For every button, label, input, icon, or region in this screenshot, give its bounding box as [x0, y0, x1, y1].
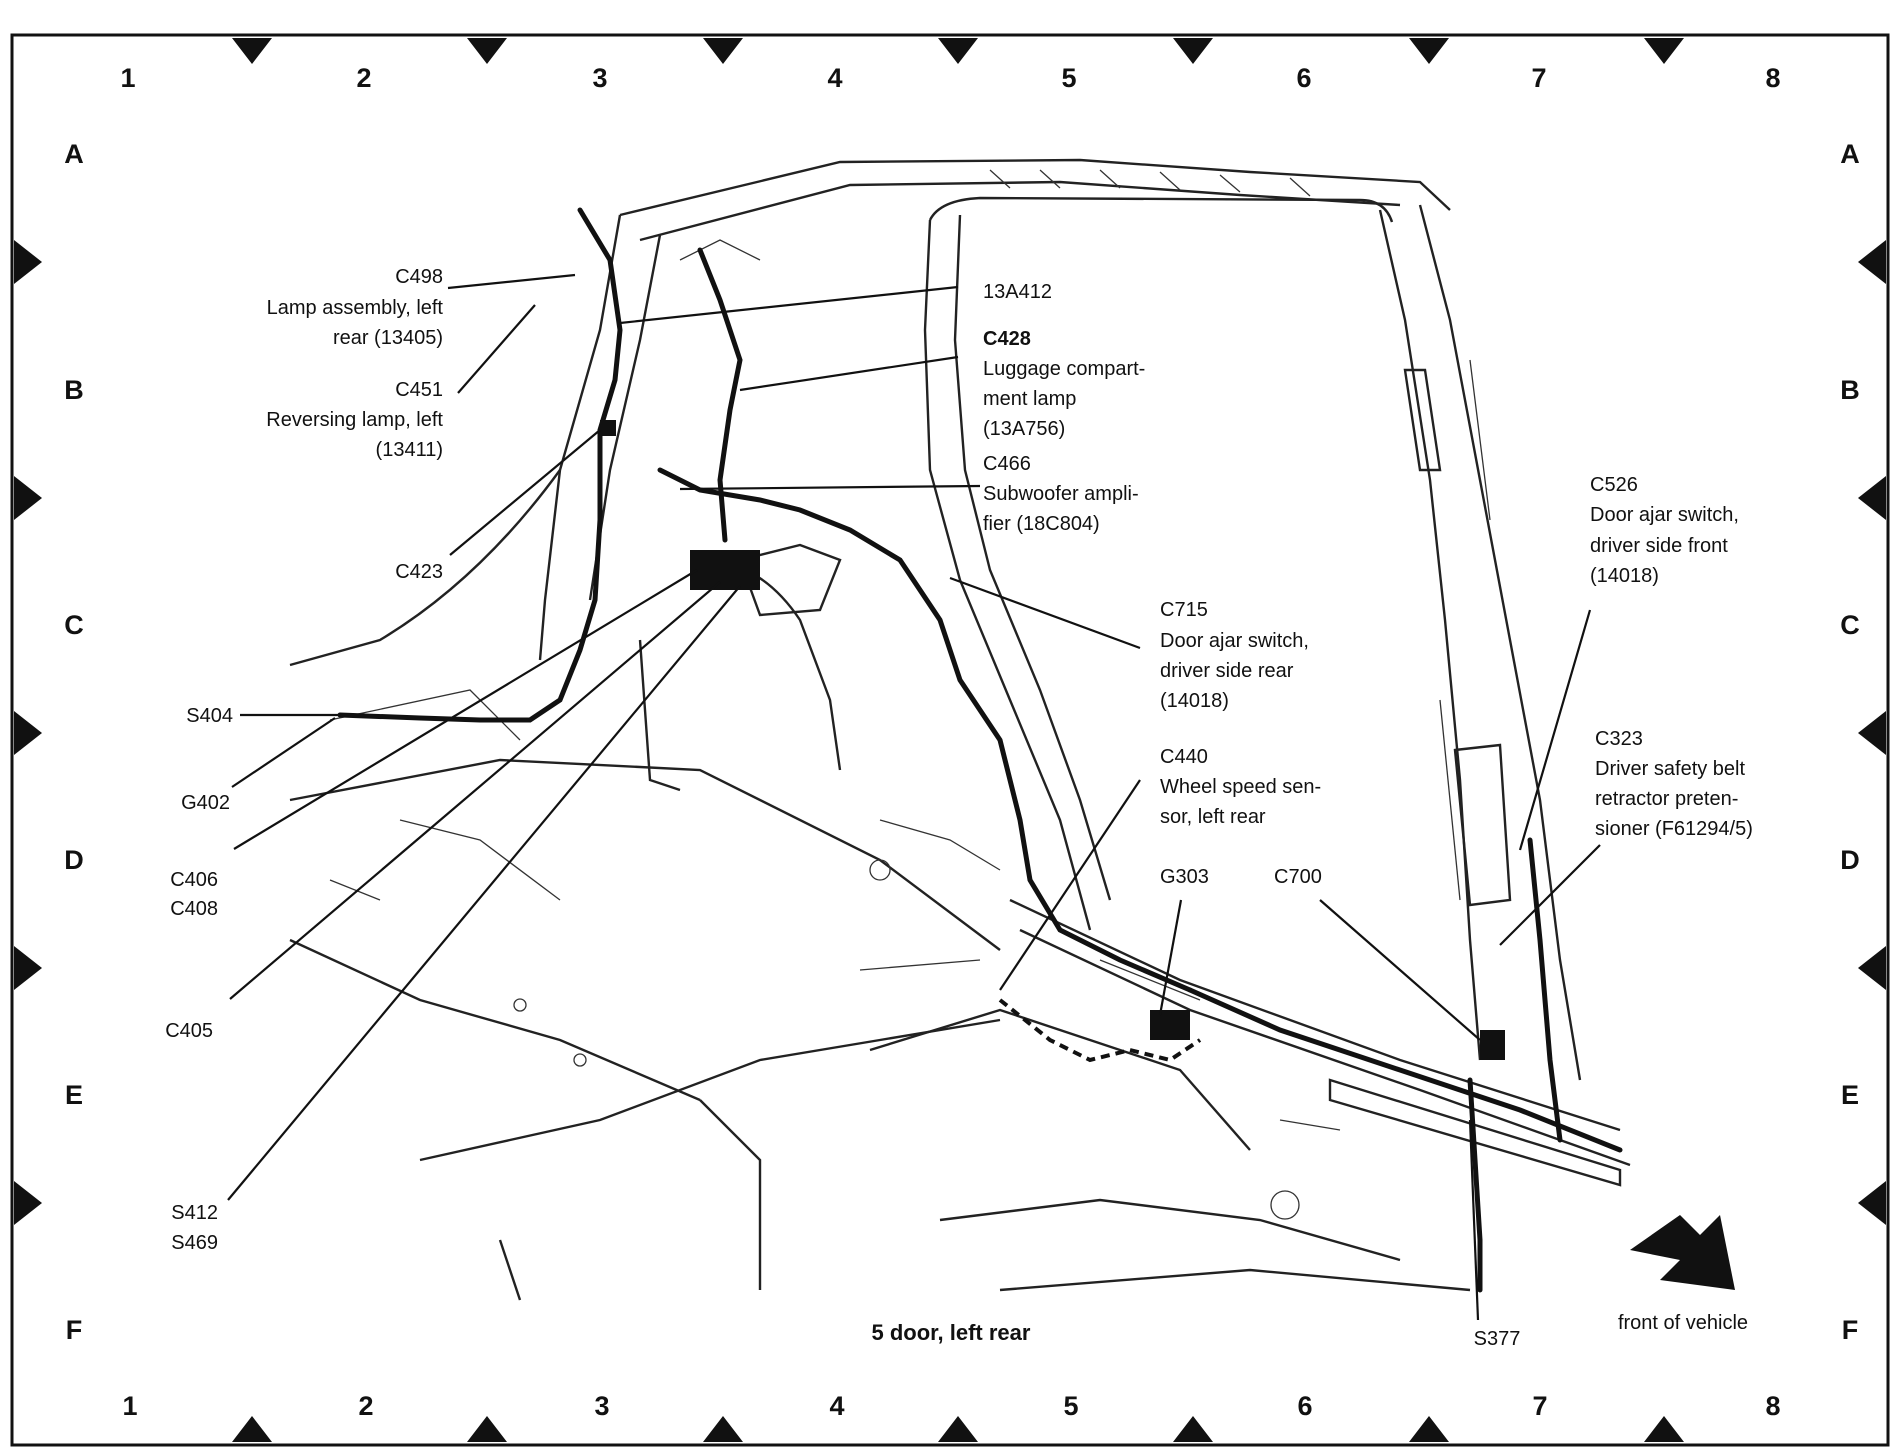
row-label: B	[64, 375, 84, 405]
row-label: D	[64, 845, 84, 875]
callout-s412-s469: S412 S469	[171, 1202, 218, 1254]
callout-g303: G303	[1160, 866, 1209, 888]
column-label: 6	[1296, 63, 1311, 93]
callout-code: C408	[170, 898, 218, 920]
callout-code: C498	[395, 266, 443, 288]
callout-description-line: sioner (F61294/5)	[1595, 818, 1753, 840]
callout-description-line: ment lamp	[983, 388, 1076, 410]
row-label: C	[1840, 610, 1860, 640]
connector-block	[690, 550, 760, 590]
row-labels-left: A B C D E F	[64, 139, 84, 1345]
row-label: E	[65, 1080, 83, 1110]
column-label: 3	[594, 1391, 609, 1421]
column-labels-top: 1 2 3 4 5 6 7 8	[120, 63, 1780, 93]
wiring-harness	[337, 207, 1623, 1293]
right-grid-markers	[1858, 240, 1886, 1225]
leader-lines	[227, 273, 1601, 1321]
callout-13a412: 13A412	[983, 281, 1052, 303]
callout-code: C406	[170, 869, 218, 891]
column-label: 2	[356, 63, 371, 93]
callout-c700: C700	[1274, 866, 1322, 888]
column-label: 5	[1061, 63, 1076, 93]
column-label: 4	[827, 63, 842, 93]
column-label: 6	[1297, 1391, 1312, 1421]
column-label: 5	[1063, 1391, 1078, 1421]
callout-g402: G402	[181, 792, 230, 814]
callout-description-line: Door ajar switch,	[1590, 504, 1739, 526]
callout-description-line: (13411)	[376, 439, 443, 461]
callout-description-line: Reversing lamp, left	[266, 409, 443, 431]
callout-description-line: Wheel speed sen-	[1160, 776, 1321, 798]
callout-description-line: sor, left rear	[1160, 806, 1266, 828]
callout-code: C451	[395, 379, 443, 401]
row-labels-right: A B C D E F	[1840, 139, 1860, 1345]
callout-code: C323	[1595, 728, 1643, 750]
connector-block	[1480, 1030, 1505, 1060]
top-grid-markers	[232, 38, 1684, 64]
callout-description-line: Driver safety belt	[1595, 758, 1745, 780]
callout-c423: C423	[395, 561, 443, 583]
callout-description-line: driver side front	[1590, 535, 1728, 557]
bottom-grid-markers	[232, 1416, 1684, 1442]
callout-code: C440	[1160, 746, 1208, 768]
callout-c405: C405	[165, 1020, 213, 1042]
callout-description-line: (14018)	[1160, 690, 1229, 712]
callout-description-line: (13A756)	[983, 418, 1065, 440]
callout-code: S469	[171, 1232, 218, 1254]
callout-code: C428	[983, 328, 1031, 350]
callout-c715: C715 Door ajar switch, driver side rear …	[1160, 599, 1309, 712]
row-label: B	[1840, 375, 1860, 405]
column-label: 4	[829, 1391, 844, 1421]
column-labels-bottom: 1 2 3 4 5 6 7 8	[122, 1391, 1780, 1421]
callout-description-line: rear (13405)	[333, 327, 443, 349]
callout-c440: C440 Wheel speed sen- sor, left rear	[1160, 746, 1321, 828]
callout-c428: C428 Luggage compart- ment lamp (13A756)	[983, 328, 1145, 440]
row-label: D	[1840, 845, 1860, 875]
callout-code: C715	[1160, 599, 1208, 621]
connector-block	[600, 420, 616, 436]
callout-c466: C466 Subwoofer ampli- fier (18C804)	[983, 453, 1139, 535]
callout-c451: C451 Reversing lamp, left (13411)	[266, 379, 443, 461]
callout-c406-c408: C406 C408	[170, 869, 218, 920]
callout-description-line: (14018)	[1590, 565, 1659, 587]
column-label: 7	[1531, 63, 1546, 93]
column-label: 2	[358, 1391, 373, 1421]
callout-description-line: fier (18C804)	[983, 513, 1100, 535]
column-label: 8	[1765, 1391, 1780, 1421]
callout-s377: S377	[1474, 1328, 1521, 1350]
left-grid-markers	[14, 240, 42, 1225]
diagram-frame	[10, 33, 1890, 1447]
callout-c323: C323 Driver safety belt retractor preten…	[1595, 728, 1753, 840]
row-label: F	[1842, 1315, 1859, 1345]
row-label: A	[64, 139, 84, 169]
column-label: 8	[1765, 63, 1780, 93]
front-of-vehicle-indicator: front of vehicle	[1618, 1215, 1748, 1334]
callout-code: S412	[171, 1202, 218, 1224]
callout-code: C466	[983, 453, 1031, 475]
callout-description-line: Subwoofer ampli-	[983, 483, 1139, 505]
column-label: 1	[122, 1391, 137, 1421]
callout-c498: C498 Lamp assembly, left rear (13405)	[267, 266, 444, 349]
callout-description-line: Lamp assembly, left	[267, 297, 444, 319]
column-label: 7	[1532, 1391, 1547, 1421]
callout-s404: S404	[186, 705, 233, 727]
row-label: A	[1840, 139, 1860, 169]
column-label: 1	[120, 63, 135, 93]
callout-code: C526	[1590, 474, 1638, 496]
row-label: F	[66, 1315, 83, 1345]
direction-label: front of vehicle	[1618, 1312, 1748, 1334]
callout-description-line: retractor preten-	[1595, 788, 1738, 810]
row-label: E	[1841, 1080, 1859, 1110]
connector-block	[1150, 1010, 1190, 1040]
column-label: 3	[592, 63, 607, 93]
callout-description-line: Door ajar switch,	[1160, 630, 1309, 652]
direction-arrow-icon	[1630, 1215, 1735, 1290]
callout-description-line: driver side rear	[1160, 660, 1294, 682]
callout-description-line: Luggage compart-	[983, 358, 1145, 380]
diagram-title: 5 door, left rear	[872, 1320, 1031, 1345]
vehicle-body-drawing	[289, 158, 1631, 1301]
callout-c526: C526 Door ajar switch, driver side front…	[1590, 474, 1739, 587]
row-label: C	[64, 610, 84, 640]
